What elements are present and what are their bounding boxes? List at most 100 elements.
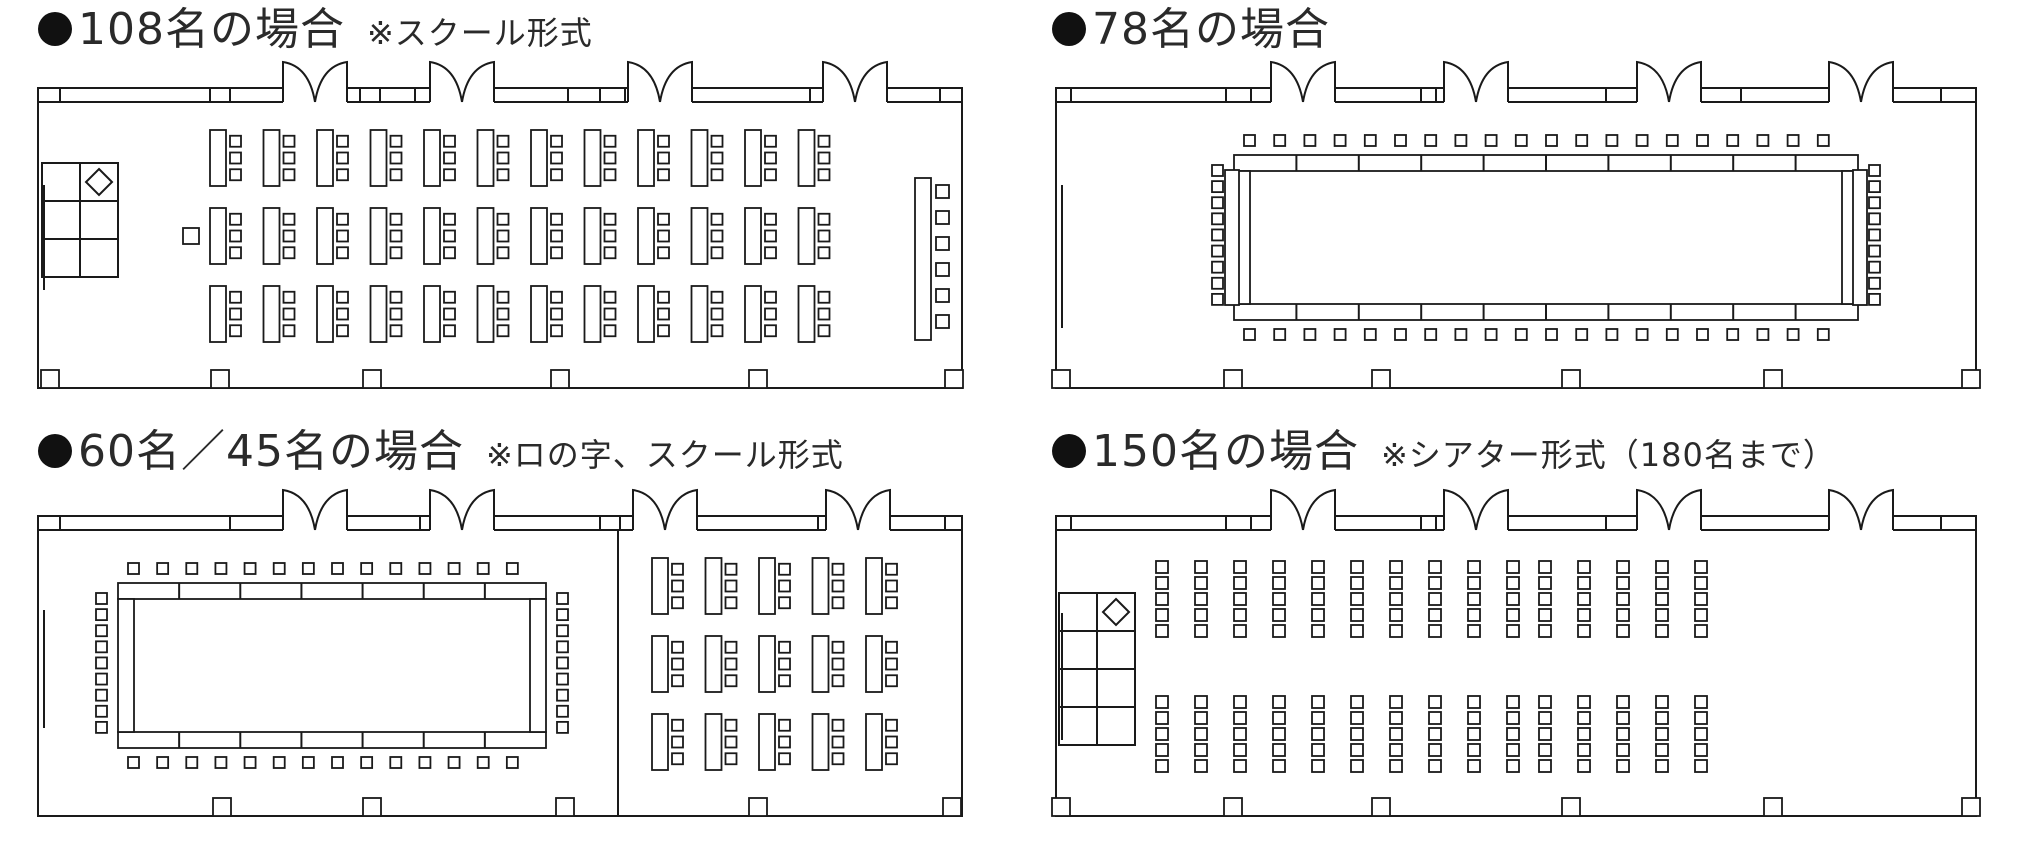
desk — [704, 635, 723, 693]
chair — [389, 212, 403, 226]
chair — [505, 756, 519, 769]
chair — [603, 307, 617, 321]
chair — [710, 212, 724, 226]
chair — [1868, 244, 1881, 258]
chair — [282, 229, 296, 243]
desk — [583, 129, 602, 187]
chair — [724, 579, 738, 593]
door-gap — [1444, 86, 1508, 104]
room-outline — [1055, 515, 1977, 817]
chair — [1363, 134, 1377, 147]
chair — [1655, 727, 1669, 741]
pillar — [1223, 369, 1243, 389]
chair — [1868, 212, 1881, 226]
desk — [797, 129, 816, 187]
chair — [1467, 576, 1481, 590]
chair — [1428, 743, 1442, 757]
pillar — [1561, 369, 1581, 389]
chair — [1273, 134, 1287, 147]
chair — [95, 624, 108, 638]
chair — [778, 562, 791, 576]
chair — [1194, 743, 1208, 757]
chair — [935, 262, 950, 277]
chair — [1311, 624, 1325, 638]
desk — [651, 635, 669, 693]
door-icon — [1475, 60, 1509, 103]
chair — [1243, 328, 1256, 341]
door-gap — [628, 86, 692, 104]
chair — [817, 324, 831, 338]
panel-title-108: 108名の場合※スクール形式 — [38, 8, 593, 52]
chair — [1211, 196, 1224, 210]
chair — [724, 674, 738, 688]
door-icon — [1443, 488, 1477, 531]
chair — [95, 592, 108, 605]
chair — [550, 290, 563, 304]
desk — [797, 207, 816, 265]
chair — [1350, 624, 1364, 638]
chair — [1577, 727, 1591, 741]
chair — [389, 307, 403, 321]
chair — [885, 579, 898, 593]
chair — [1389, 608, 1403, 622]
chair — [389, 290, 403, 304]
chair — [1211, 164, 1224, 177]
chair — [1538, 624, 1552, 638]
chair — [127, 562, 140, 575]
chair — [95, 720, 108, 734]
floorplan-split-layout — [37, 488, 963, 817]
chair — [671, 735, 684, 749]
desk — [637, 285, 655, 343]
chair — [657, 134, 670, 148]
chair — [1616, 727, 1630, 741]
door-gap — [430, 514, 494, 532]
table-side-extension — [1224, 169, 1240, 306]
chair — [550, 229, 563, 243]
chair — [603, 324, 617, 338]
chair — [1428, 624, 1442, 638]
chair — [778, 596, 791, 610]
chair — [1868, 196, 1881, 210]
chair — [710, 229, 724, 243]
chair — [1272, 624, 1286, 638]
chair — [389, 229, 403, 243]
stage-grid-cell — [1096, 706, 1136, 746]
chair — [1538, 711, 1552, 725]
desk — [758, 557, 776, 615]
chair — [229, 307, 242, 321]
desk — [316, 207, 334, 265]
chair — [389, 562, 403, 575]
chair — [710, 168, 724, 182]
chair — [1273, 328, 1287, 341]
chair — [603, 168, 617, 182]
chair — [1545, 328, 1558, 341]
chair — [1428, 560, 1442, 574]
chair — [1538, 727, 1552, 741]
chair — [1577, 759, 1591, 773]
stage-grid-cell — [1096, 630, 1136, 670]
chair — [724, 596, 738, 610]
podium-icon — [84, 167, 114, 197]
chair — [1272, 711, 1286, 725]
panel-title-text: 60名／45名の場合 — [78, 426, 464, 477]
chair — [1605, 134, 1619, 147]
door-icon — [1668, 60, 1702, 103]
floorplan-hollow-square-layout — [1051, 60, 1981, 389]
chair — [671, 718, 684, 732]
chair — [1467, 711, 1481, 725]
chair — [476, 562, 490, 575]
chair — [1868, 180, 1881, 194]
door-icon — [1302, 488, 1336, 531]
chair — [229, 229, 242, 243]
floorplan-panel-108: 108名の場合※スクール形式 — [0, 0, 1000, 420]
pillar — [944, 369, 964, 389]
chair — [556, 672, 569, 686]
desk — [758, 635, 776, 693]
chair — [1272, 695, 1286, 709]
chair — [1428, 592, 1442, 606]
chair — [817, 168, 831, 182]
desk — [209, 207, 227, 265]
door-icon — [1270, 488, 1304, 531]
chair — [671, 674, 684, 688]
chair — [817, 246, 831, 260]
